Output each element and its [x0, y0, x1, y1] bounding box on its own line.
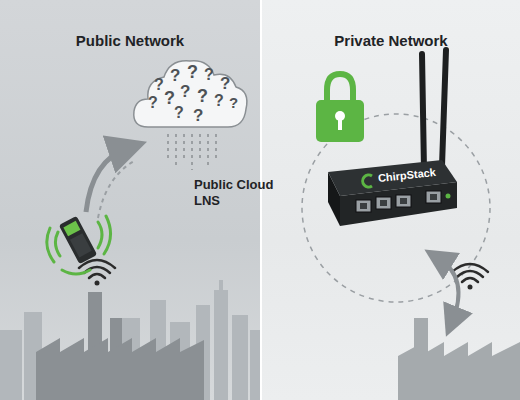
port-socket [380, 200, 387, 206]
question-mark: ? [180, 83, 190, 100]
question-mark: ? [197, 87, 208, 105]
chirpstack-logo [363, 175, 372, 187]
question-mark: ? [148, 95, 158, 111]
question-mark: ? [204, 67, 214, 83]
question-mark: ? [193, 107, 203, 124]
question-mark: ? [154, 77, 164, 93]
port-socket [360, 203, 367, 209]
network-panel: Private NetworkChirpStack [262, 0, 520, 400]
cloud-label: Public Cloud LNS [194, 177, 282, 208]
port-socket [400, 198, 407, 204]
wifi-dot [468, 285, 473, 290]
question-mark: ? [187, 63, 198, 81]
wifi-dot [95, 281, 100, 286]
keyhole [338, 118, 342, 130]
building [219, 280, 223, 292]
building [0, 330, 22, 400]
status-led [446, 194, 451, 199]
question-mark: ? [164, 89, 175, 107]
panel-divider [260, 0, 262, 400]
question-mark: ? [214, 93, 224, 109]
antenna [422, 54, 424, 170]
antenna [442, 50, 446, 166]
question-mark: ? [229, 95, 238, 110]
ethernet-port [376, 197, 391, 209]
ethernet-port [426, 191, 441, 203]
building [214, 290, 228, 400]
cloud-path [134, 61, 247, 127]
port-socket [430, 194, 437, 200]
question-mark: ? [170, 67, 180, 84]
panel-heading: Public Network [0, 32, 260, 49]
building [232, 315, 248, 400]
question-mark: ? [174, 105, 184, 121]
ethernet-port [356, 200, 371, 212]
padlock-body [316, 100, 364, 142]
gateway-drawing [322, 40, 467, 235]
building [250, 330, 261, 400]
cloud-shape: ?????????????Public Cloud LNS [130, 55, 250, 135]
device-screen [63, 221, 80, 236]
panel-heading: Private Network [262, 32, 520, 49]
question-mark: ? [220, 75, 230, 92]
gateway-device: ChirpStack [322, 40, 467, 235]
ethernet-port [396, 195, 411, 207]
